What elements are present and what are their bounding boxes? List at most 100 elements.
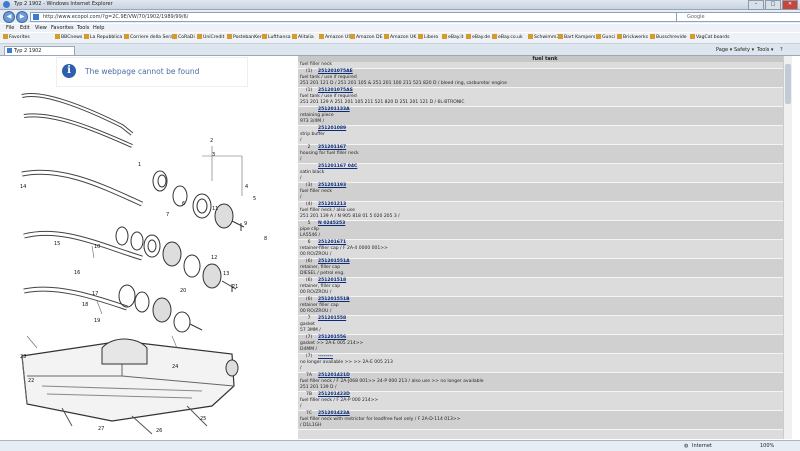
part-number-link[interactable]: 251201556 xyxy=(318,335,347,340)
parts-row-line: (1)251201075AS xyxy=(298,88,792,94)
help-button[interactable]: ? xyxy=(780,47,783,53)
tab-active[interactable]: Typ 2 1902 xyxy=(4,46,75,55)
parts-row-line: fuel tank / use if required xyxy=(298,94,792,100)
part-number-link[interactable]: 251201423A xyxy=(318,411,350,416)
search-input[interactable]: Google xyxy=(676,12,800,22)
favorite-link[interactable]: PostebanKer xyxy=(227,34,262,42)
favorite-link[interactable]: Amazon UK xyxy=(384,34,416,42)
favorite-link[interactable]: Libero xyxy=(418,34,438,42)
part-number-link[interactable]: 251201167 04C xyxy=(318,164,358,169)
favorite-link[interactable]: Lufthansa xyxy=(262,34,291,42)
part-number-link[interactable]: 251201167 xyxy=(318,145,347,150)
favorite-link[interactable]: Bart Kampers xyxy=(558,34,595,42)
close-button[interactable]: ✕ xyxy=(782,0,798,10)
callout-label: 8 xyxy=(264,236,268,242)
part-description: fuel filler neck xyxy=(300,62,332,67)
part-number-link[interactable]: 251201213 xyxy=(318,202,347,207)
part-number-link[interactable]: 251201423D xyxy=(318,392,350,397)
part-number-link[interactable]: 251201089 xyxy=(318,126,347,131)
part-description: housing for fuel filler neck xyxy=(300,151,359,156)
part-number-link[interactable]: 251201075AE xyxy=(318,69,353,74)
window-controls: – □ ✕ xyxy=(748,0,798,10)
favorite-link[interactable]: CoRaDi xyxy=(172,34,195,42)
part-description: pipe clip xyxy=(300,227,319,232)
favicon-icon xyxy=(650,34,655,39)
part-number-link[interactable]: 251201421D xyxy=(318,373,350,378)
favorite-link[interactable]: eBay.co.uk xyxy=(492,34,523,42)
part-number-link[interactable]: 251201551B xyxy=(318,297,350,302)
part-description: fuel tank / use if required xyxy=(300,75,357,80)
parts-row-line: no longer available >> >> 2A-E 005 213 xyxy=(298,360,792,366)
part-number-link[interactable]: 251201551A xyxy=(318,259,350,264)
parts-row-line: strip buffer xyxy=(298,132,792,138)
parts-row-line: 00 RO/ZROU / xyxy=(298,290,792,296)
favorite-link[interactable]: Schwimm3 xyxy=(528,34,559,42)
part-number-link[interactable]: 251201558 xyxy=(318,316,347,321)
favorites-button[interactable]: Favorites xyxy=(3,34,30,42)
part-number-link[interactable]: N 0245253 xyxy=(318,221,346,226)
favorite-link[interactable]: Corriere della Sera xyxy=(124,34,173,42)
minimize-button[interactable]: – xyxy=(748,0,764,10)
favorite-link[interactable]: UniCredit xyxy=(197,34,224,42)
menu-help[interactable]: Help xyxy=(93,25,105,31)
favorite-link[interactable]: VagCat boards xyxy=(690,34,729,42)
part-description: LA5546 / xyxy=(300,233,321,238)
parts-row-line: 7A 251201421D xyxy=(298,373,792,379)
menu-view[interactable]: View xyxy=(35,25,47,31)
position-number: (4) xyxy=(305,202,313,207)
menu-favorites[interactable]: Favorites xyxy=(51,25,74,31)
part-number-link[interactable]: 251201671 xyxy=(318,240,347,245)
parts-row-line: fuel tank / use if required xyxy=(298,75,792,81)
favicon-icon xyxy=(690,34,695,39)
parts-row-line: 251 201 139 D / xyxy=(298,385,792,391)
favicon-icon xyxy=(197,34,202,39)
back-icon[interactable]: ◀ xyxy=(3,11,15,23)
globe-icon: ◍ xyxy=(684,443,689,449)
safety-menu-button[interactable]: Safety ▾ xyxy=(734,47,755,53)
part-number-link[interactable]: -------- xyxy=(318,354,333,359)
favicon-icon xyxy=(350,34,355,39)
favorite-link[interactable]: Amazon DE xyxy=(350,34,382,42)
part-number-link[interactable]: 251201133A xyxy=(318,107,350,112)
favorite-link[interactable]: Gunci xyxy=(596,34,615,42)
error-message: The webpage cannot be found xyxy=(85,67,200,76)
address-toolbar: ◀ ▶ http://www.ecopol.com/?g=2C.9E/VW/70… xyxy=(0,10,800,23)
favorite-link[interactable]: BBCnews xyxy=(55,34,82,42)
menu-edit[interactable]: Edit xyxy=(20,25,30,31)
favorite-link[interactable]: Alitalia xyxy=(292,34,314,42)
menu-tools[interactable]: Tools xyxy=(77,25,90,31)
part-description: gasket >> 2A-E 005 214>> xyxy=(300,341,364,346)
page-menu-button[interactable]: Page ▾ xyxy=(716,47,733,53)
favorite-link[interactable]: eBay.it xyxy=(442,34,463,42)
favicon-icon xyxy=(617,34,622,39)
forward-icon[interactable]: ▶ xyxy=(16,11,28,23)
part-description: 00 RO/ZROU / xyxy=(300,252,332,257)
favorite-link[interactable]: La Repubblica xyxy=(84,34,122,42)
favicon-icon xyxy=(596,34,601,39)
menu-file[interactable]: File xyxy=(6,25,15,31)
position-number: (1) xyxy=(305,69,313,74)
parts-row-line: retainer filler cap xyxy=(298,303,792,309)
zoom-level[interactable]: 100% xyxy=(760,443,775,449)
part-description: fuel filler neck with restrictor for lea… xyxy=(300,417,461,422)
favorite-link[interactable]: Brickwerks xyxy=(617,34,648,42)
vertical-scrollbar[interactable] xyxy=(783,56,792,439)
part-number-link[interactable]: 251201518 xyxy=(318,278,347,283)
position-number: 7A xyxy=(306,373,312,378)
address-bar[interactable]: http://www.ecopol.com/?g=2C.9E/VW/70/190… xyxy=(30,12,680,22)
part-number-link[interactable]: 251201075AS xyxy=(318,88,353,93)
maximize-button[interactable]: □ xyxy=(765,0,781,10)
favorite-link[interactable]: eBay.de xyxy=(466,34,490,42)
parts-row-line: fuel filler neck xyxy=(298,62,792,68)
part-number-link[interactable]: 251201193 xyxy=(318,183,347,188)
tab-favicon-icon xyxy=(7,48,12,53)
part-description: DIESEL / petrol eng. xyxy=(300,271,345,276)
parts-row-line: 251 201 139 A / N 905 818 01 5 020 205 3… xyxy=(298,214,792,220)
favorite-link[interactable]: Amazon US xyxy=(319,34,351,42)
favorite-link[interactable]: Busschrevide xyxy=(650,34,687,42)
tools-menu-button[interactable]: Tools ▾ xyxy=(757,47,774,53)
scrollbar-thumb[interactable] xyxy=(785,64,791,104)
